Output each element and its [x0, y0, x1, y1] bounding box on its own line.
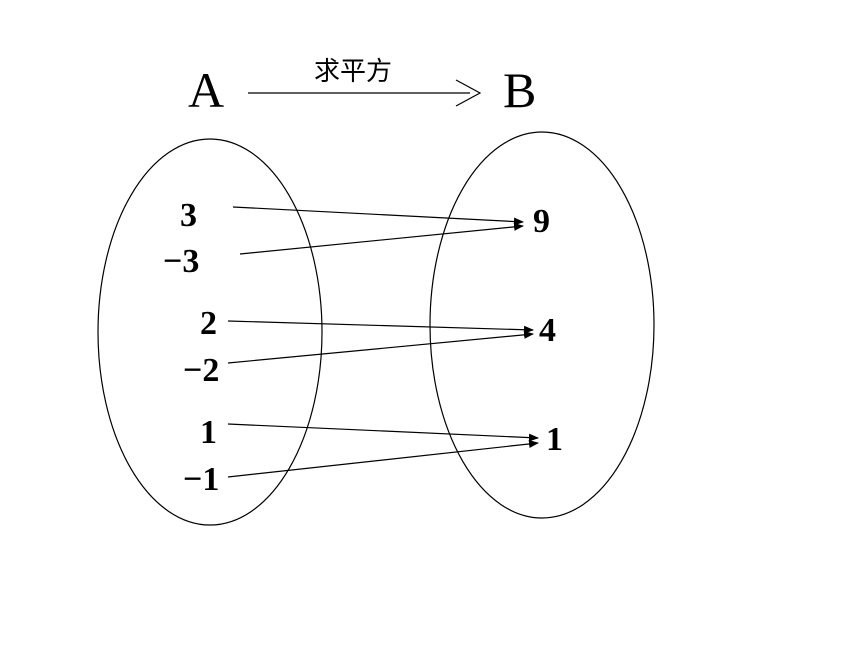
operation-label: 求平方: [314, 57, 392, 87]
codomain-value: 4: [539, 312, 556, 349]
header-arrow-head: [455, 79, 482, 107]
domain-value: 2: [200, 305, 217, 342]
set-b-oval: [429, 131, 655, 519]
domain-value: 3: [180, 197, 197, 234]
set-a-oval: [97, 138, 323, 526]
domain-value: −3: [163, 243, 199, 280]
codomain-value: 9: [533, 203, 550, 240]
mapping-arrow: [232, 206, 524, 226]
mapping-arrow: [227, 330, 534, 364]
mapping-arrow: [239, 222, 524, 255]
domain-value: −2: [183, 352, 219, 389]
mapping-arrow: [227, 440, 539, 478]
codomain-value: 1: [546, 421, 563, 458]
mapping-arrow: [227, 423, 539, 442]
domain-value: −1: [183, 461, 219, 498]
set-a-label: A: [188, 62, 224, 118]
mapping-arrow: [227, 320, 534, 334]
set-b-label: B: [503, 62, 536, 118]
domain-value: 1: [200, 414, 217, 451]
